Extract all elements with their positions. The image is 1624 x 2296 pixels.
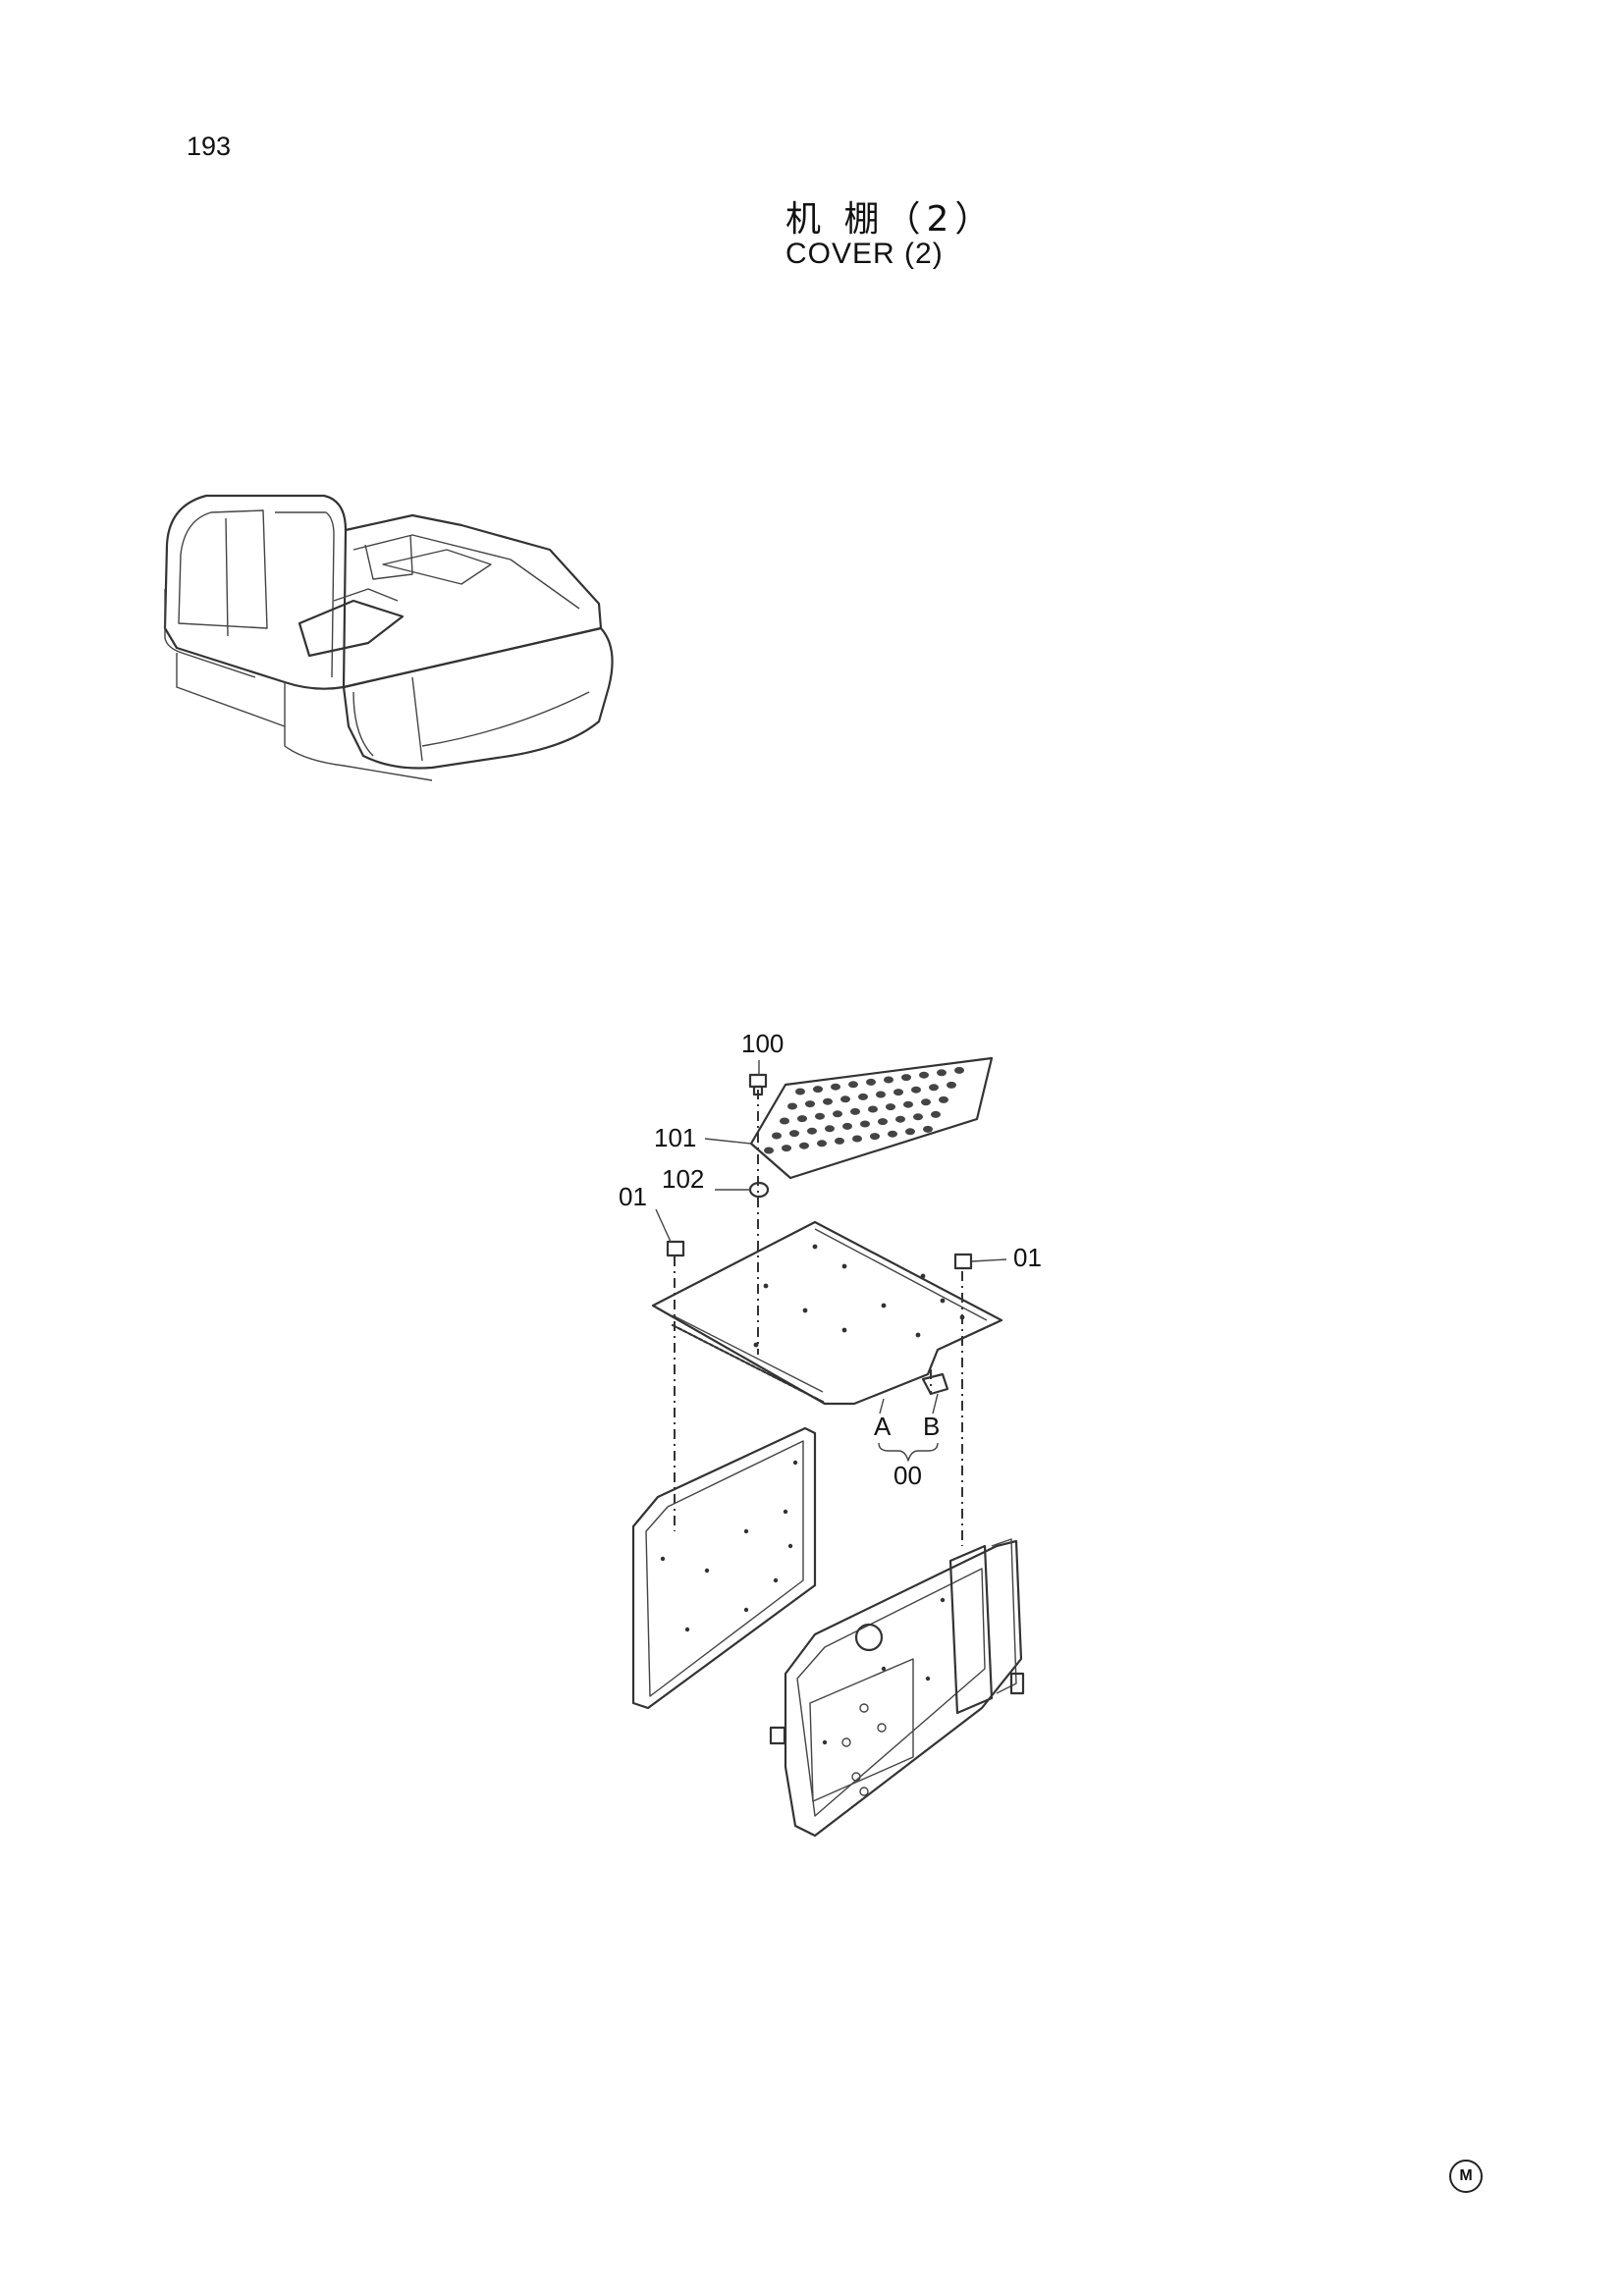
perforation-hole [886,1103,895,1111]
perforation-hole [782,1145,791,1152]
perforation-hole [823,1097,833,1105]
title-chinese: 机 棚（2） [785,199,997,240]
bolt-01-right [953,1253,973,1270]
perforation-hole [825,1125,835,1133]
perforation-hole [848,1081,858,1089]
perforation-hole [888,1130,897,1138]
perforation-hole [893,1089,903,1096]
perforation-hole [911,1086,921,1094]
page-number: 193 [187,132,232,161]
perforation-hole [921,1098,931,1106]
perforation-hole [868,1105,878,1113]
perforation-hole [937,1069,947,1077]
perforation-hole [831,1083,840,1091]
perforation-hole [787,1102,797,1110]
plate-101 [749,1056,994,1180]
perforation-hole [913,1113,923,1121]
bolt-01-left [666,1240,685,1257]
perforation-hole [947,1081,956,1089]
perforation-hole [805,1100,815,1108]
perforation-hole [772,1132,782,1140]
perforation-hole [931,1110,941,1118]
perforation-hole [939,1095,948,1103]
perforation-hole [807,1127,817,1135]
exploded-parts-view: 100 101 102 01 01 A B 00 [619,1029,1042,1838]
perforation-hole [852,1135,862,1143]
perforation-hole [884,1076,893,1084]
perforation-hole [878,1118,888,1126]
callout-A: A [874,1412,892,1441]
perforation-hole [870,1133,880,1141]
perforation-hole [850,1107,860,1115]
right-side-panel [769,1538,1025,1838]
perforation-hole [905,1128,915,1136]
callout-01-left: 01 [619,1182,647,1211]
perforation-hole [795,1088,805,1095]
perforation-hole [780,1117,789,1125]
perforation-hole [919,1071,929,1079]
perforation-hole [813,1086,823,1094]
perforation-hole [901,1074,911,1082]
perforation-hole [903,1100,913,1108]
perforation-hole [817,1140,827,1148]
callout-100: 100 [741,1029,784,1058]
perforation-hole [842,1122,852,1130]
perforation-hole [840,1095,850,1103]
perforation-hole [797,1115,807,1123]
perforation-hole [876,1091,886,1098]
callout-101: 101 [654,1123,696,1152]
perforation-hole [895,1115,905,1123]
perforation-hole [815,1112,825,1120]
perforation-hole [954,1066,964,1074]
perforation-hole [764,1147,774,1154]
top-cover-plate [651,1220,1003,1406]
perforation-hole [929,1084,939,1092]
perforation-hole [858,1093,868,1100]
perforation-hole [835,1137,844,1145]
callout-00: 00 [893,1461,922,1490]
perforation-hole [923,1125,933,1133]
bolt-100 [748,1073,768,1096]
perforation-hole [789,1130,799,1138]
callout-01-right: 01 [1013,1243,1042,1272]
left-side-panel [631,1426,817,1710]
perforation-hole [799,1142,809,1149]
excavator-overview-illustration [163,494,614,781]
perforation-hole [833,1110,842,1118]
callout-102: 102 [662,1164,704,1194]
perforation-hole [860,1120,870,1128]
title-english: COVER (2) [785,238,944,270]
perforation-hole [866,1078,876,1086]
callout-B: B [923,1412,940,1441]
registered-mark-badge: M [1449,2160,1483,2193]
